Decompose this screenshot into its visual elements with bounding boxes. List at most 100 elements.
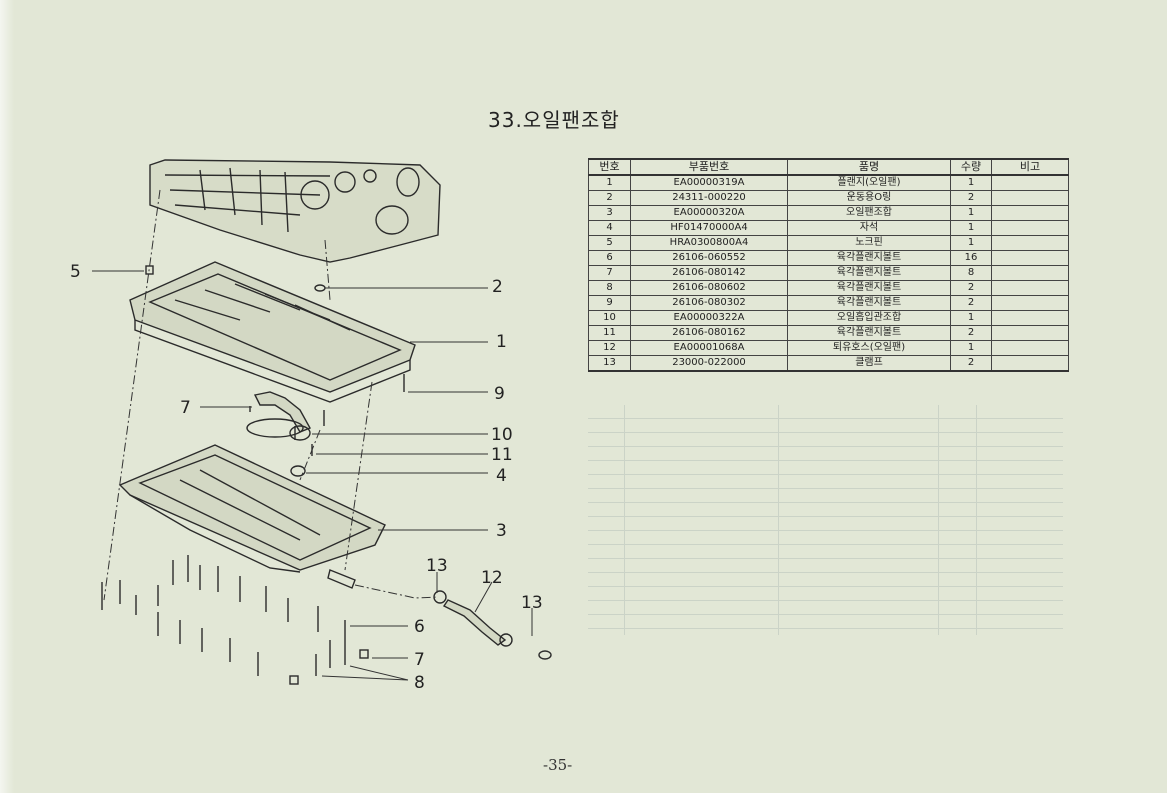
cell-remarks [991, 174, 1069, 191]
cell-number: 8 [588, 280, 631, 296]
cell-part-number: 26106-060552 [630, 250, 788, 266]
engine-block-drawing [149, 159, 441, 263]
exploded-parts-diagram [92, 159, 552, 685]
callout-7b: 7 [414, 650, 425, 670]
cell-number: 6 [588, 250, 631, 266]
cell-quantity: 8 [950, 265, 992, 281]
cell-quantity: 1 [950, 174, 992, 191]
cell-remarks [991, 250, 1069, 266]
callout-7: 7 [180, 398, 191, 418]
cell-part-name: 육각플랜지볼트 [787, 295, 951, 311]
header-remarks: 비고 [991, 158, 1069, 176]
header-number: 번호 [588, 158, 631, 176]
cell-remarks [991, 220, 1069, 236]
callout-4: 4 [496, 466, 507, 486]
cell-part-number: HRA0300800A4 [630, 235, 788, 251]
oil-pan-flange-drawing [129, 261, 416, 403]
cell-remarks [991, 295, 1069, 311]
cell-quantity: 1 [950, 220, 992, 236]
page-edge [0, 0, 14, 793]
page-number: -35- [543, 756, 573, 774]
cell-remarks [991, 280, 1069, 296]
cell-part-number: 24311-000220 [630, 190, 788, 206]
cell-part-number: HF01470000A4 [630, 220, 788, 236]
callout-8: 8 [414, 673, 425, 693]
cell-quantity: 2 [950, 355, 992, 372]
cell-quantity: 2 [950, 190, 992, 206]
cell-part-number: 26106-080602 [630, 280, 788, 296]
oil-pan-drawing [118, 444, 386, 573]
cell-remarks [991, 340, 1069, 356]
header-quantity: 수량 [950, 158, 992, 176]
cell-remarks [991, 235, 1069, 251]
bolts-drawing [101, 374, 405, 685]
cell-part-name: 오일팬조합 [787, 205, 951, 221]
reverse-page-bleed-through [588, 405, 1063, 635]
cell-quantity: 16 [950, 250, 992, 266]
oil-suction-pipe-drawing [246, 391, 311, 441]
section-title: 33.오일팬조합 [488, 108, 620, 132]
cell-number: 9 [588, 295, 631, 311]
cell-part-number: EA00000322A [630, 310, 788, 326]
cell-part-name: 자석 [787, 220, 951, 236]
cell-part-number: 26106-080302 [630, 295, 788, 311]
cell-remarks [991, 355, 1069, 372]
cell-number: 5 [588, 235, 631, 251]
callout-3: 3 [496, 521, 507, 541]
callout-9: 9 [494, 384, 505, 404]
cell-part-number: 23000-022000 [630, 355, 788, 372]
callout-1: 1 [496, 332, 507, 352]
cell-part-number: EA00000319A [630, 174, 788, 191]
callout-10: 10 [491, 425, 513, 445]
drain-hose-drawing [327, 569, 552, 660]
magnet-drawing [290, 465, 306, 477]
cell-quantity: 1 [950, 205, 992, 221]
cell-number: 13 [588, 355, 631, 372]
cell-part-name: 오일흡입관조합 [787, 310, 951, 326]
cell-number: 4 [588, 220, 631, 236]
cell-number: 1 [588, 174, 631, 191]
cell-part-number: EA00001068A [630, 340, 788, 356]
table-header-row: 번호 부품번호 품명 수량 비고 [588, 158, 1069, 176]
callout-13a: 13 [426, 556, 448, 576]
header-part-name: 품명 [787, 158, 951, 176]
o-ring-drawing [314, 284, 326, 292]
cell-part-name: 노크핀 [787, 235, 951, 251]
cell-part-number: 26106-080142 [630, 265, 788, 281]
callout-13b: 13 [521, 593, 543, 613]
cell-quantity: 2 [950, 295, 992, 311]
cell-quantity: 2 [950, 325, 992, 341]
cell-quantity: 1 [950, 235, 992, 251]
cell-part-name: 퇴유호스(오일팬) [787, 340, 951, 356]
cell-part-name: 육각플랜지볼트 [787, 280, 951, 296]
cell-number: 11 [588, 325, 631, 341]
cell-number: 2 [588, 190, 631, 206]
cell-number: 7 [588, 265, 631, 281]
cell-quantity: 1 [950, 340, 992, 356]
cell-part-number: 26106-080162 [630, 325, 788, 341]
callout-12: 12 [481, 568, 503, 588]
cell-quantity: 2 [950, 280, 992, 296]
callout-2: 2 [492, 277, 503, 297]
header-part-number: 부품번호 [630, 158, 788, 176]
cell-part-name: 플랜지(오일팬) [787, 174, 951, 191]
cell-number: 3 [588, 205, 631, 221]
cell-number: 10 [588, 310, 631, 326]
cell-part-name: 운동용O링 [787, 190, 951, 206]
cell-remarks [991, 310, 1069, 326]
cell-part-name: 육각플랜지볼트 [787, 325, 951, 341]
cell-part-name: 육각플랜지볼트 [787, 265, 951, 281]
cell-remarks [991, 265, 1069, 281]
